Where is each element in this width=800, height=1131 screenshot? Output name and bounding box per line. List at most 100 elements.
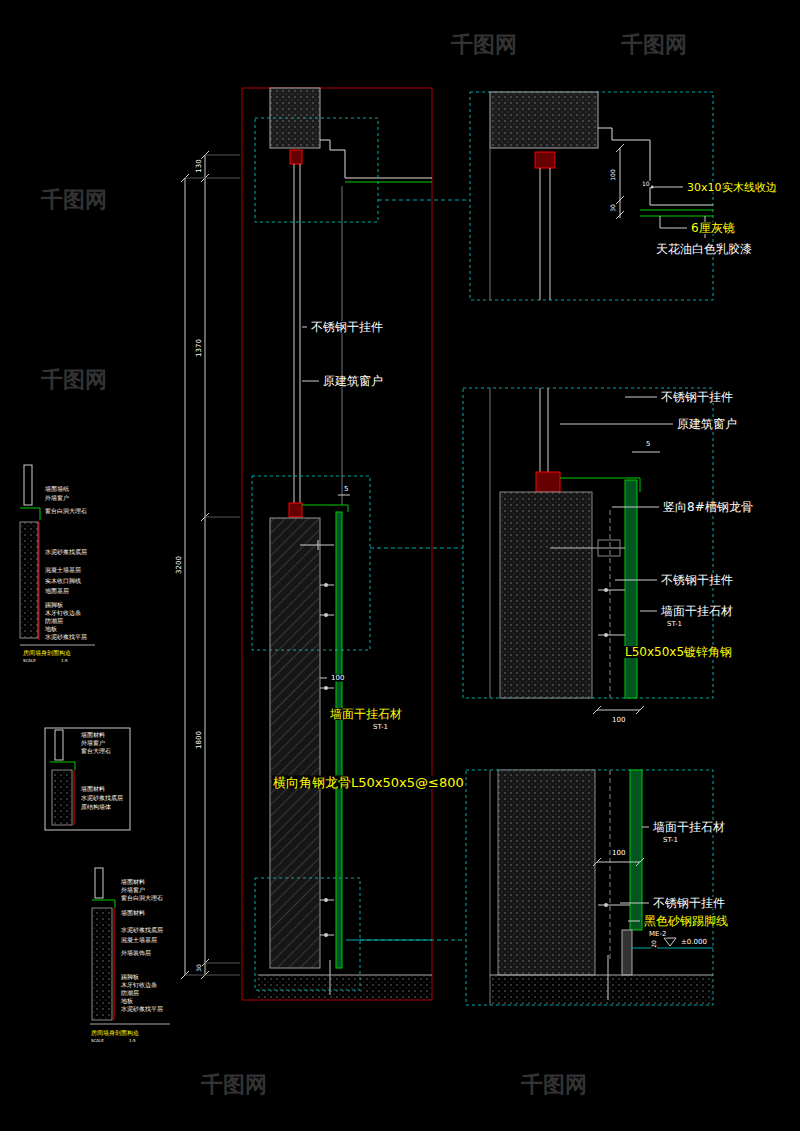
callout-label: 30x10实木线收边 xyxy=(686,182,778,193)
callout-label: 竖向8#槽钢龙骨 xyxy=(662,501,754,513)
drawing-line xyxy=(640,210,713,211)
drawing-line xyxy=(616,211,624,219)
drawing-line xyxy=(628,921,640,922)
callout-label: 外墙窗户 xyxy=(120,888,146,894)
drawing-line xyxy=(185,975,240,976)
callout-label: 墙面材料 xyxy=(80,787,106,793)
drawing-line xyxy=(205,155,206,975)
callout-label: 水泥砂浆找底层 xyxy=(80,796,124,802)
drawing-rect xyxy=(95,868,103,898)
drawing-line xyxy=(615,580,657,581)
drawing-rect xyxy=(255,118,378,222)
dimension-text: 1800 xyxy=(196,730,203,750)
drawing-line xyxy=(74,770,75,825)
callout-label: 地板 xyxy=(120,999,134,1005)
dimension-text: 5 xyxy=(645,441,651,448)
callout-label: 窗台白洞大理石 xyxy=(44,509,88,515)
drawing-polyline xyxy=(302,505,348,512)
drawing-rect xyxy=(466,770,713,1005)
callout-label: 踢脚板 xyxy=(120,975,140,981)
callout-label: 6厘灰镜 xyxy=(690,222,736,234)
drawing-circle xyxy=(324,898,328,902)
callout-label: 外墙窗户 xyxy=(80,741,106,747)
callout-label: 墙面材料 xyxy=(120,911,146,917)
callout-label: 天花油白色乳胶漆 xyxy=(655,243,753,255)
dimension-text: 100 xyxy=(611,850,626,857)
watermark: 千图网 xyxy=(40,369,108,391)
drawing-line xyxy=(318,540,319,550)
drawing-line xyxy=(597,862,640,863)
drawing-line xyxy=(610,510,611,698)
drawing-line xyxy=(620,148,621,218)
drawing-rect xyxy=(52,770,72,825)
callout-label: 地板 xyxy=(44,627,58,633)
detail-middle xyxy=(463,388,713,714)
material-code: ST-1 xyxy=(372,724,389,731)
drawing-line xyxy=(258,975,432,976)
dimension-text: 1370 xyxy=(196,338,203,358)
callout-label: 木牙钉收边条 xyxy=(44,611,82,617)
drawing-g xyxy=(185,155,240,975)
callout-label: 墙面墙纸 xyxy=(44,487,70,493)
dimension-text: 30 xyxy=(196,963,202,973)
drawing-line xyxy=(640,216,713,217)
drawing-line xyxy=(632,948,713,949)
callout-label: 窗台白洞大理石 xyxy=(120,896,164,902)
drawing-circle xyxy=(604,903,608,907)
callout-label: 水泥砂浆找平层 xyxy=(44,635,88,641)
drawing-rect xyxy=(242,88,432,1000)
drawing-line xyxy=(370,548,463,549)
detail-bottom xyxy=(466,770,713,1005)
drawing-line xyxy=(598,590,625,591)
drawing-polyline xyxy=(320,140,432,178)
drawing-rect xyxy=(92,908,112,1020)
drawing-circle xyxy=(604,588,608,592)
drawing-rect xyxy=(490,92,598,148)
callout-label: 外墙窗户 xyxy=(44,496,70,502)
watermark: 千图网 xyxy=(620,34,688,56)
callout-label: 不锈钢干挂件 xyxy=(660,574,734,586)
drawing-rect xyxy=(490,975,713,1005)
drawing-rect xyxy=(535,152,555,168)
drawing-line xyxy=(490,975,713,976)
drawing-rect xyxy=(498,770,595,975)
drawing-rect xyxy=(255,878,360,990)
drawing-line xyxy=(597,710,640,711)
drawing-line xyxy=(640,611,657,612)
drawing-rect xyxy=(270,518,320,968)
drawing-line xyxy=(205,155,240,156)
callout-label: 窗台大理石 xyxy=(80,749,112,755)
drawing-circle xyxy=(324,686,328,690)
drawing-line xyxy=(300,545,334,546)
drawing-line xyxy=(612,507,659,508)
drawing-line xyxy=(185,178,186,975)
drawing-line xyxy=(540,168,541,300)
drawing-line xyxy=(593,858,601,866)
drawing-line xyxy=(636,858,644,866)
drawing-circle xyxy=(324,613,328,617)
drawing-polyline xyxy=(598,128,713,205)
small-section-details xyxy=(20,465,170,1024)
callout-label: 地面基层 xyxy=(44,589,70,595)
callout-label: 不锈钢干挂件 xyxy=(310,321,384,333)
watermark: 千图网 xyxy=(40,189,108,211)
drawing-line xyxy=(598,635,625,636)
drawing-line xyxy=(39,522,40,640)
drawing-g xyxy=(324,583,328,937)
drawing-line xyxy=(378,200,470,201)
callout-label: 原建筑窗户 xyxy=(676,418,738,430)
drawing-line xyxy=(550,168,551,300)
detail-caption: 房间墙身剖面构造 xyxy=(90,1030,140,1036)
detail-top xyxy=(470,92,713,300)
callout-label: 踢脚板 xyxy=(44,603,64,609)
callout-label: 原建筑窗户 xyxy=(322,375,384,387)
drawing-line xyxy=(342,186,343,505)
drawing-line xyxy=(620,903,649,904)
drawing-rect xyxy=(490,92,598,148)
material-code: ST-1 xyxy=(662,837,679,844)
callout-label: 墙面干挂石材 xyxy=(652,821,726,833)
drawing-line xyxy=(560,424,673,425)
callout-label: 不锈钢干挂件 xyxy=(652,897,726,909)
drawing-line xyxy=(205,963,240,964)
